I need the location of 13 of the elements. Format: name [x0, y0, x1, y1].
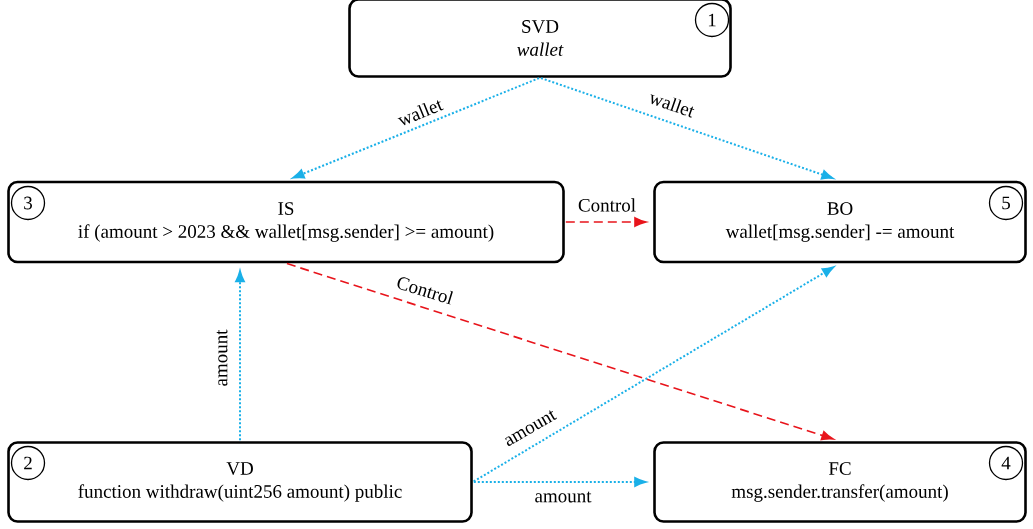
arrow — [292, 77, 541, 179]
arrow — [472, 266, 834, 483]
edge-label: Control — [577, 197, 638, 213]
edge-label: wallet — [394, 95, 446, 129]
arrow — [286, 262, 834, 441]
edge-label: wallet — [646, 88, 698, 120]
arrow — [235, 270, 245, 442]
arrow — [565, 217, 647, 227]
arrow — [539, 77, 834, 180]
edge-label: amount — [215, 328, 229, 388]
edge-label: amount — [533, 490, 593, 504]
arrow — [472, 477, 646, 487]
edge-label: Control — [394, 273, 456, 307]
